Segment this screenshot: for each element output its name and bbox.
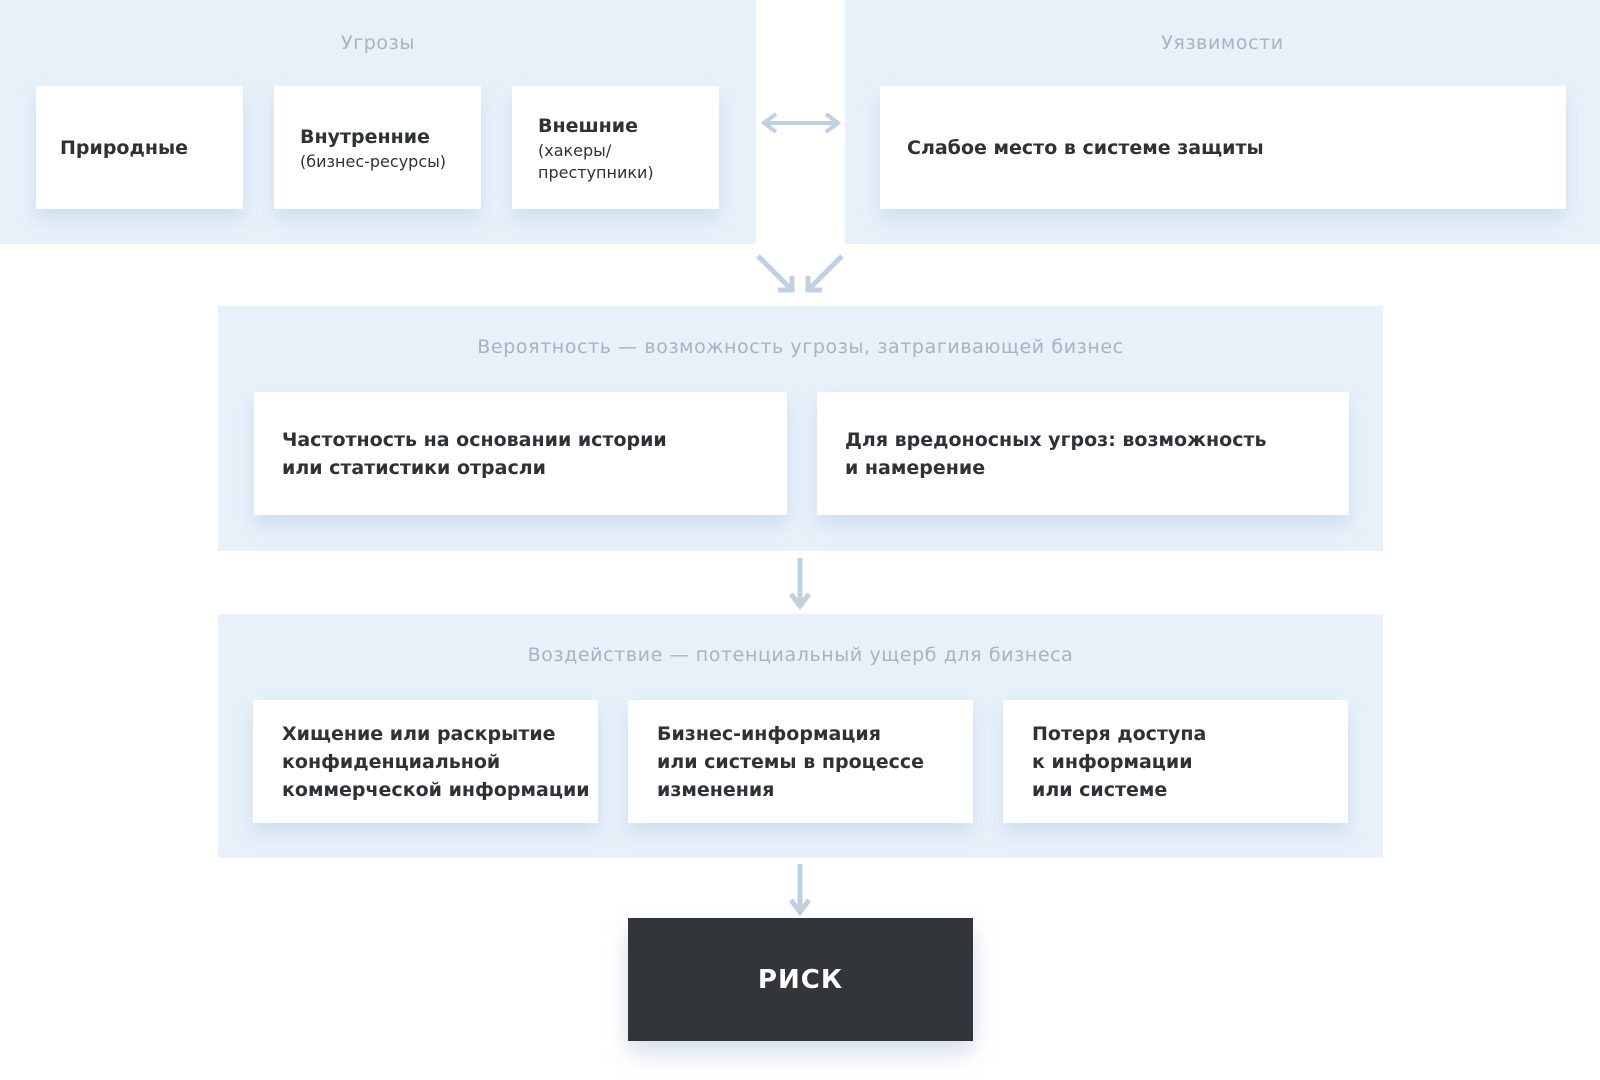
probability-frequency-text: Частотность на основании истории или ста… (282, 428, 667, 479)
impact-theft-text: Хищение или раскрытие конфиденциальной к… (282, 722, 590, 801)
impact-card-change: Бизнес-информация или системы в процессе… (628, 700, 973, 823)
probability-panel: Вероятность — возможность угрозы, затраг… (218, 306, 1383, 551)
impact-title: Воздействие — потенциальный ущерб для би… (527, 644, 1074, 666)
impact-access-text: Потеря доступа к информации или системе (1032, 722, 1207, 801)
double-arrow-icon (760, 112, 842, 134)
threat-external-sub: (хакеры/ преступники) (538, 140, 654, 182)
vulnerability-label: Слабое место в системе защиты (907, 136, 1264, 159)
threat-internal-label: Внутренние (300, 125, 430, 148)
threat-natural-label: Природные (60, 136, 189, 159)
impact-card-access: Потеря доступа к информации или системе (1003, 700, 1348, 823)
threat-internal-sub: (бизнес-ресурсы) (300, 151, 446, 171)
threat-external-label: Внешние (538, 114, 639, 137)
vulnerability-card: Слабое место в системе защиты (880, 86, 1566, 209)
threats-panel: Угрозы Природные Внутренние (бизнес-ресу… (0, 0, 756, 244)
impact-panel: Воздействие — потенциальный ущерб для би… (218, 614, 1383, 858)
converging-arrows-icon (756, 254, 844, 293)
vulnerabilities-title: Уязвимости (1161, 32, 1284, 54)
threat-card-external: Внешние (хакеры/ преступники) (512, 86, 719, 209)
threat-card-natural: Природные (36, 86, 243, 209)
threat-card-internal: Внутренние (бизнес-ресурсы) (274, 86, 481, 209)
vulnerabilities-panel: Уязвимости Слабое место в системе защиты (845, 0, 1600, 244)
impact-change-text: Бизнес-информация или системы в процессе… (657, 722, 925, 801)
arrow-down-icon (789, 558, 811, 610)
probability-card-intent: Для вредоносных угроз: возможность и нам… (817, 392, 1349, 515)
probability-card-frequency: Частотность на основании истории или ста… (254, 392, 787, 515)
threats-title: Угрозы (341, 32, 415, 54)
arrow-down-icon (789, 864, 811, 916)
probability-title: Вероятность — возможность угрозы, затраг… (477, 336, 1124, 358)
probability-intent-text: Для вредоносных угроз: возможность и нам… (845, 428, 1267, 479)
risk-box: РИСК (628, 918, 973, 1041)
impact-card-theft: Хищение или раскрытие конфиденциальной к… (253, 700, 598, 823)
